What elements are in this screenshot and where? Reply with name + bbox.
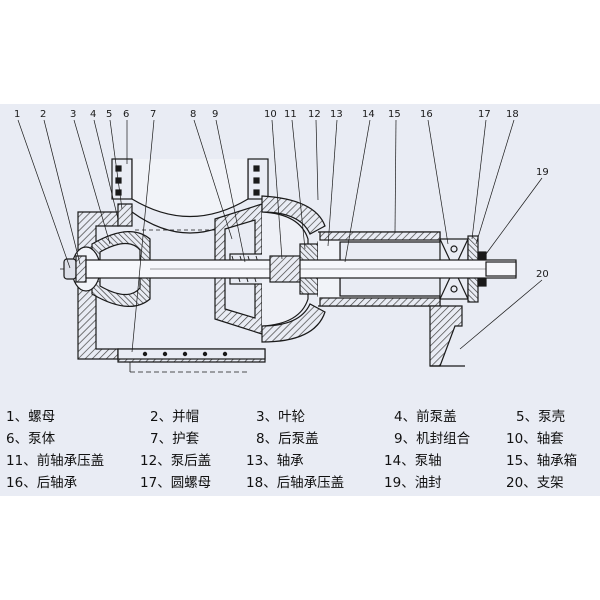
legend-item-13: 13、轴承 bbox=[246, 453, 304, 469]
callout-17: 17 bbox=[478, 109, 491, 120]
callout-19: 19 bbox=[536, 167, 549, 178]
callout-20: 20 bbox=[536, 269, 549, 280]
legend-item-6: 6、泵体 bbox=[6, 431, 56, 447]
callout-15: 15 bbox=[388, 109, 401, 120]
shaft-sleeve bbox=[269, 255, 301, 283]
protective-sheath bbox=[117, 348, 266, 373]
callout-11: 11 bbox=[284, 109, 297, 120]
legend-item-12: 12、泵后盖 bbox=[140, 453, 212, 469]
legend-item-9: 9、机封组合 bbox=[394, 431, 471, 447]
callout-7: 7 bbox=[150, 109, 156, 120]
legend-item-4: 4、前泵盖 bbox=[394, 409, 457, 425]
legend-item-2: 2、并帽 bbox=[150, 409, 200, 425]
callout-12: 12 bbox=[308, 109, 321, 120]
legend-item-18: 18、后轴承压盖 bbox=[246, 475, 345, 491]
legend-item-1: 1、螺母 bbox=[6, 409, 56, 425]
pump-shaft bbox=[85, 259, 517, 279]
callout-8: 8 bbox=[190, 109, 196, 120]
leader-lines bbox=[17, 119, 543, 353]
callout-16: 16 bbox=[420, 109, 433, 120]
legend-item-16: 16、后轴承 bbox=[6, 475, 78, 491]
pump-diagram-figure: 1 2 3 4 5 6 7 8 9 10 11 12 13 14 15 16 1… bbox=[0, 104, 600, 496]
callout-5: 5 bbox=[106, 109, 112, 120]
callout-9: 9 bbox=[212, 109, 218, 120]
callout-6: 6 bbox=[123, 109, 129, 120]
legend-item-17: 17、圆螺母 bbox=[140, 475, 212, 491]
callout-1: 1 bbox=[14, 109, 20, 120]
legend-item-3: 3、叶轮 bbox=[256, 409, 306, 425]
pump-assembly bbox=[60, 158, 517, 373]
pump-cross-section-drawing: 1 2 3 4 5 6 7 8 9 10 11 12 13 14 15 16 1… bbox=[14, 109, 549, 373]
callout-2: 2 bbox=[40, 109, 46, 120]
legend-item-20: 20、支架 bbox=[506, 475, 564, 491]
legend-item-19: 19、油封 bbox=[384, 475, 442, 491]
callout-10: 10 bbox=[264, 109, 277, 120]
parts-legend: 1、螺母 2、并帽 3、叶轮 4、前泵盖 5、泵壳 6、泵体 7、护套 8、后泵… bbox=[0, 404, 600, 496]
bearing-housing bbox=[318, 231, 441, 307]
callout-numbers: 1 2 3 4 5 6 7 8 9 10 11 12 13 14 15 16 1… bbox=[14, 109, 549, 280]
legend-item-15: 15、轴承箱 bbox=[506, 453, 578, 469]
callout-4: 4 bbox=[90, 109, 96, 120]
legend-item-5: 5、泵壳 bbox=[516, 409, 566, 425]
impeller-nut bbox=[63, 255, 87, 283]
callout-18: 18 bbox=[506, 109, 519, 120]
callout-3: 3 bbox=[70, 109, 76, 120]
callout-14: 14 bbox=[362, 109, 375, 120]
legend-item-14: 14、泵轴 bbox=[384, 453, 442, 469]
legend-item-8: 8、后泵盖 bbox=[256, 431, 319, 447]
support-bracket bbox=[429, 305, 465, 367]
legend-item-10: 10、轴套 bbox=[506, 431, 564, 447]
callout-13: 13 bbox=[330, 109, 343, 120]
legend-item-7: 7、护套 bbox=[150, 431, 200, 447]
legend-item-11: 11、前轴承压盖 bbox=[6, 453, 105, 469]
